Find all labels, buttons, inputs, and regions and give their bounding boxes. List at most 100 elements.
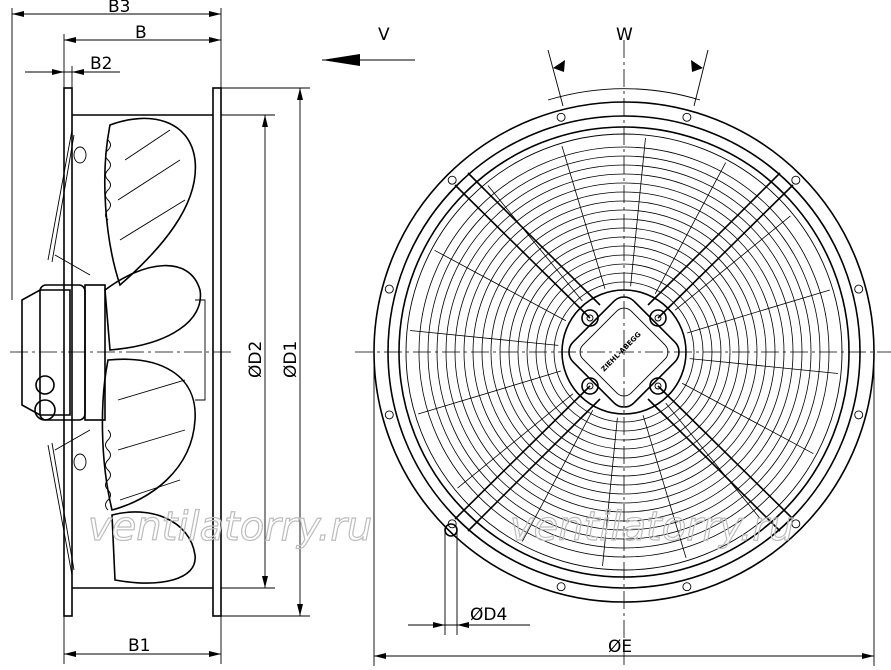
inlet-ring [195, 299, 206, 401]
guard-spoke [665, 402, 761, 519]
motor-ring [561, 289, 687, 415]
guard-wire-ring [481, 209, 767, 495]
guard-spoke [630, 138, 646, 287]
strut-br [657, 385, 794, 520]
guard-spoke [674, 215, 791, 311]
guard-wire-ring [445, 173, 803, 531]
guard-spoke [654, 162, 727, 295]
guard-wire-ring [427, 155, 821, 549]
airflow-indicator: V [322, 25, 415, 66]
arrow-icon [433, 622, 445, 628]
blade-serration-bottom [105, 429, 111, 511]
guard-wire-ring [490, 218, 758, 486]
motor-brand-label: ZIEHL-ABEGG [600, 330, 643, 373]
blade-2 [104, 264, 202, 351]
arrow-icon [262, 576, 268, 588]
arrow-icon [862, 653, 874, 659]
housing-inner [405, 133, 843, 571]
guard-wire-ring [463, 191, 785, 513]
guard-spoke [561, 146, 606, 289]
hole-D4 [444, 523, 458, 537]
mounting-hole-icon [682, 582, 692, 592]
mount-screw-bottom [73, 453, 87, 471]
arrow-icon [72, 69, 84, 75]
motor-housing [21, 289, 71, 416]
guard-spoke [487, 185, 583, 302]
mount-screw-top [73, 146, 87, 164]
guard-wire-ring [517, 245, 731, 459]
guard-spokes [410, 138, 838, 566]
mounting-hole-icon [791, 519, 801, 529]
mounting-flange [212, 87, 222, 617]
mounting-hole-icon [384, 284, 394, 294]
mounting-hole-icon [791, 175, 801, 185]
mounting-hole-icon [384, 410, 394, 420]
strut-tr-2 [647, 172, 781, 306]
arrow-icon [12, 11, 24, 17]
arrow-icon [262, 115, 268, 127]
guard-spoke [521, 409, 594, 542]
dim-ext-W-left [547, 49, 564, 107]
arrow-icon [209, 11, 221, 17]
housing-ring [398, 126, 850, 578]
strut-tl-2 [467, 172, 601, 306]
guard-ring [63, 87, 73, 617]
strut-bl-2 [467, 398, 601, 532]
guard-wire-ring [544, 272, 704, 432]
label-B1: B1 [128, 636, 150, 656]
watermark-right: ventilatorry.ru [510, 504, 794, 550]
arrow-icon [374, 653, 386, 659]
bolt-center [586, 382, 594, 390]
guard-spoke [681, 382, 814, 455]
mounting-hole-icon [854, 410, 864, 420]
guard-wire-ring [526, 254, 722, 450]
arrow-icon [209, 651, 221, 657]
strut-bl [454, 385, 591, 520]
arrow-icon [691, 60, 703, 72]
guard-struts-2 [51, 134, 75, 571]
guard-struts [47, 129, 73, 576]
guard-spoke [418, 370, 561, 415]
motor-struts [454, 172, 794, 532]
guard-wire-ring [553, 281, 695, 423]
arrow-icon [64, 651, 76, 657]
cable-gland-icon [35, 375, 55, 395]
bolt-center [654, 382, 662, 390]
airflow-arrow-icon [322, 54, 360, 66]
label-B3: B3 [108, 0, 130, 17]
arrow-icon [52, 69, 64, 75]
guard-spoke [410, 330, 559, 346]
label-B: B [135, 23, 147, 43]
guard-spoke [642, 415, 687, 558]
guard-spoke [689, 358, 838, 374]
arrow-icon [64, 37, 76, 43]
bolt-icon [581, 309, 599, 327]
guard-wire-ring [499, 227, 749, 477]
arrow-icon [209, 37, 221, 43]
arrow-icon [297, 88, 303, 100]
dim-arc-W [547, 88, 701, 101]
mounting-holes [384, 112, 864, 592]
bolt-icon [581, 377, 599, 395]
label-D2: ØD2 [246, 341, 266, 378]
hub [84, 284, 106, 421]
mounting-hole-icon [556, 582, 566, 592]
flange-inner-edge [387, 115, 861, 589]
bolt-center [586, 314, 594, 322]
strut-br-2 [647, 398, 781, 532]
guard-wires [418, 146, 830, 558]
label-V: V [378, 25, 390, 45]
blade-edges [117, 129, 186, 501]
guard-spoke [457, 393, 574, 489]
arrow-icon [553, 60, 565, 72]
front-view: ZIEHL-ABEGG W ØD4 ØE [355, 25, 891, 666]
strut-tl [454, 184, 591, 319]
motor-bracket [54, 254, 91, 451]
cable-gland-icon-2 [34, 399, 56, 421]
terminal-box-inner [579, 307, 669, 397]
dim-ext-W-right [693, 49, 709, 107]
label-D4: ØD4 [470, 605, 507, 625]
arrow-icon [457, 622, 469, 628]
strut-tr [657, 184, 794, 319]
bolt-icon [649, 309, 667, 327]
